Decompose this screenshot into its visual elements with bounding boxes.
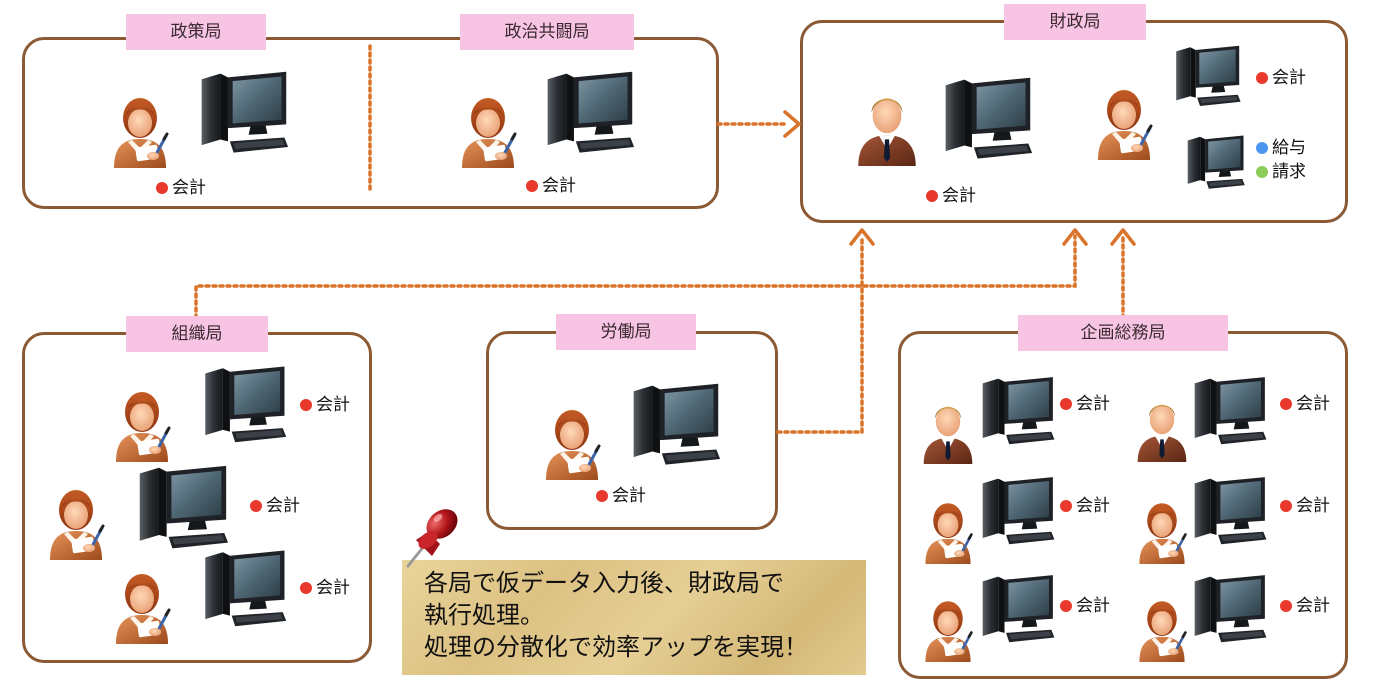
note-line: 処理の分散化で効率アップを実現！ [424,634,808,661]
desktop-computer-icon [1172,42,1242,114]
accounting-dot-icon [156,182,168,194]
accounting-tag: 会計 [1280,496,1330,516]
female-clerk-icon [108,92,172,168]
accounting-dot-icon [926,190,938,202]
female-clerk-icon [44,484,108,560]
accounting-tag: 会計 [596,486,646,506]
accounting-tag: 会計 [926,186,976,206]
accounting-dot-icon [1280,398,1292,410]
female-clerk-icon [110,568,174,644]
note-line: 各局で仮データ入力後、財政局で [424,570,784,597]
push-pin-icon [402,500,468,570]
female-clerk-icon [1134,596,1190,662]
accounting-tag: 会計 [526,176,576,196]
male-manager-icon [920,398,976,464]
desktop-computer-icon [200,544,288,638]
female-clerk-icon [920,596,976,662]
accounting-dot-icon [250,500,262,512]
billing-dot-icon [1256,166,1268,178]
accounting-tag: 会計 [1060,496,1110,516]
accounting-dot-icon [300,582,312,594]
accounting-tag: 会計 [1256,68,1306,88]
accounting-dot-icon [1060,500,1072,512]
male-manager-icon [1134,396,1190,462]
accounting-dot-icon [300,399,312,411]
desktop-computer-icon [978,372,1056,454]
department-title-seisaku: 政策局 [126,14,266,50]
salary-tag: 給与 [1256,138,1306,158]
accounting-dot-icon [1256,72,1268,84]
accounting-tag: 会計 [300,395,350,415]
female-clerk-icon [540,404,604,480]
accounting-dot-icon [596,490,608,502]
salary-dot-icon [1256,142,1268,154]
female-clerk-icon [1092,84,1156,160]
desktop-computer-icon [978,472,1056,554]
accounting-tag: 会計 [1060,596,1110,616]
desktop-computer-icon [1190,372,1268,454]
department-title-roudou: 労働局 [556,314,696,350]
department-title-soshiki: 組織局 [126,316,268,352]
department-title-seiji: 政治共闘局 [460,14,634,50]
female-clerk-icon [920,498,976,564]
male-manager-icon [854,88,920,166]
summary-note: 各局で仮データ入力後、財政局で 執行処理。 処理の分散化で効率アップを実現！ [402,560,866,675]
desktop-computer-icon [1190,472,1268,554]
desktop-computer-icon [1190,570,1268,652]
accounting-dot-icon [1060,398,1072,410]
planning-general-affairs-panel [898,331,1348,679]
female-clerk-icon [1134,498,1190,564]
desktop-computer-icon [940,72,1034,170]
accounting-tag: 会計 [1280,596,1330,616]
desktop-computer-icon [196,66,290,164]
accounting-tag: 会計 [156,178,206,198]
desktop-computer-icon [978,570,1056,652]
department-title-zaisei: 財政局 [1004,4,1146,40]
billing-tag: 請求 [1256,162,1306,182]
accounting-dot-icon [526,180,538,192]
accounting-tag: 会計 [1280,394,1330,414]
accounting-dot-icon [1280,500,1292,512]
note-line: 執行処理。 [424,602,544,629]
desktop-computer-icon [200,360,288,454]
accounting-tag: 会計 [250,496,300,516]
accounting-tag: 会計 [1060,394,1110,414]
desktop-computer-icon [628,378,722,476]
desktop-computer-icon [542,66,636,164]
accounting-tag: 会計 [300,578,350,598]
accounting-dot-icon [1060,600,1072,612]
female-clerk-icon [110,386,174,462]
female-clerk-icon [456,92,520,168]
desktop-computer-icon [1184,132,1246,196]
department-title-kikaku: 企画総務局 [1018,315,1228,351]
accounting-dot-icon [1280,600,1292,612]
